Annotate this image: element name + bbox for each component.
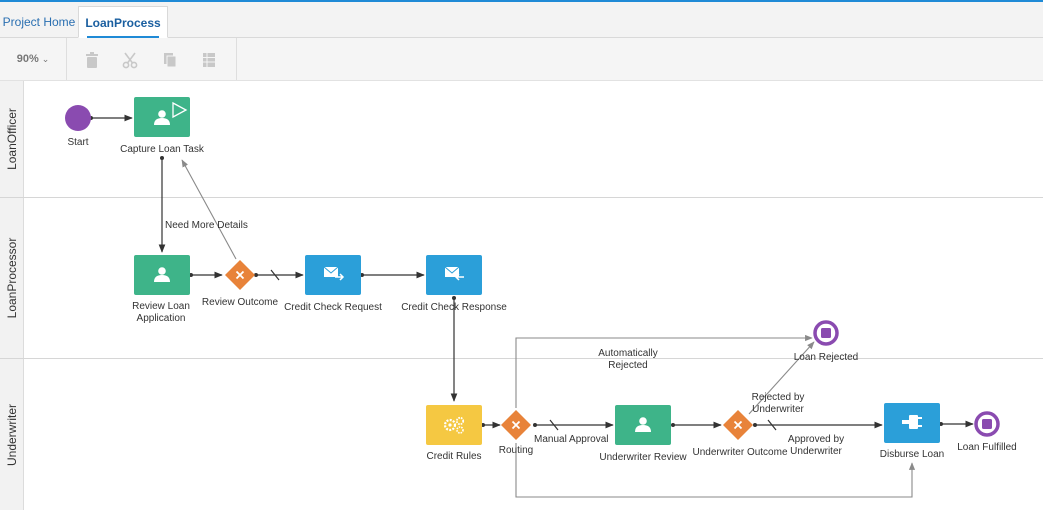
edge-routing-disburse[interactable] [515,443,916,498]
play-icon [172,101,188,119]
edge-default-marker [270,269,280,281]
process-canvas: LoanOfficer LoanProcessor Underwriter [0,81,1043,510]
node-label: Routing [499,445,533,456]
node-capture-loan-task[interactable]: Capture Loan Task [120,97,205,155]
node-label: Review Outcome [202,297,279,308]
edge-label-manual-approval: Manual Approval [534,434,609,445]
edge-rejected-by-underwriter[interactable] [748,341,815,415]
node-underwriter-outcome[interactable]: Underwriter Outcome [692,410,788,458]
node-loan-fulfilled[interactable]: Loan Fulfilled [957,411,1017,453]
toolbar-divider [236,38,237,80]
plug-icon [902,415,922,429]
node-label: Start [67,137,88,148]
edge-label-auto-rejected: Automatically [598,348,657,359]
node-label: Capture Loan Task [120,144,205,155]
node-routing[interactable]: Routing [499,410,533,456]
edge-label-rejected-by: Rejected by [752,392,805,403]
node-credit-rules[interactable]: Credit Rules [426,405,482,462]
circle-start-icon [65,105,91,131]
node-label: Credit Rules [426,451,481,462]
node-label: Credit Check Request [284,302,382,313]
toolbar: 90%⌄ [0,38,1043,81]
node-label: Underwriter Outcome [692,447,787,458]
edge-default-marker [549,419,559,431]
top-accent-line [0,0,1043,2]
zoom-value: 90% [16,53,39,65]
edge-label-approved-by: Underwriter [790,446,842,457]
user-task-icon [635,417,651,432]
edge-label-approved-by: Approved by [788,434,844,445]
zoom-dropdown[interactable]: 90%⌄ [0,38,67,80]
node-label: Loan Fulfilled [957,442,1016,453]
receive-message-icon [444,266,464,281]
copy-icon[interactable] [159,49,181,71]
node-label: Underwriter Review [599,452,687,463]
lane-loanprocessor: LoanProcessor [0,198,1043,359]
node-label: Application [137,313,186,324]
tab-loanprocess[interactable]: LoanProcess [78,6,168,38]
chevron-down-icon: ⌄ [41,54,50,64]
gears-icon [443,416,465,434]
tab-project-home[interactable]: Project Home [2,15,76,29]
edge-label-need-more-details: Need More Details [165,220,248,231]
node-credit-check-request[interactable]: Credit Check Request [284,255,382,313]
node-loan-rejected[interactable]: Loan Rejected [794,320,859,363]
edge-label-rejected-by: Underwriter [752,404,804,415]
node-label: Review Loan [132,301,190,312]
node-label: Disburse Loan [880,449,944,460]
lane-header: LoanOfficer [0,81,24,197]
edge-label-auto-rejected: Rejected [608,360,647,371]
node-start[interactable]: Start [65,105,91,148]
grid-icon[interactable] [198,49,220,71]
lane-header: LoanProcessor [0,198,24,358]
user-task-icon [154,110,170,125]
edges [89,114,974,498]
edge-need-more-details[interactable] [181,159,237,260]
node-review-outcome[interactable]: Review Outcome [202,260,279,308]
lane-underwriter: Underwriter [0,359,1043,510]
node-underwriter-review[interactable]: Underwriter Review [599,405,687,463]
lane-header: Underwriter [0,359,24,510]
tab-bar: Project Home LoanProcess [0,2,1043,38]
lane-loanofficer: LoanOfficer [0,81,1043,198]
node-label: Loan Rejected [794,352,859,363]
user-task-icon [154,267,170,282]
send-message-icon [323,266,345,281]
node-review-loan-application[interactable]: Review Loan Application [132,255,190,324]
trash-icon[interactable] [81,49,103,71]
node-label: Credit Check Response [401,302,507,313]
node-credit-check-response[interactable]: Credit Check Response [401,255,507,313]
process-diagram: Need More Details Automatically Rejected… [65,97,1017,498]
edge-default-marker [767,419,777,431]
node-disburse-loan[interactable]: Disburse Loan [880,403,944,460]
scissors-icon[interactable] [119,49,141,71]
edge-auto-rejected[interactable] [515,334,813,408]
